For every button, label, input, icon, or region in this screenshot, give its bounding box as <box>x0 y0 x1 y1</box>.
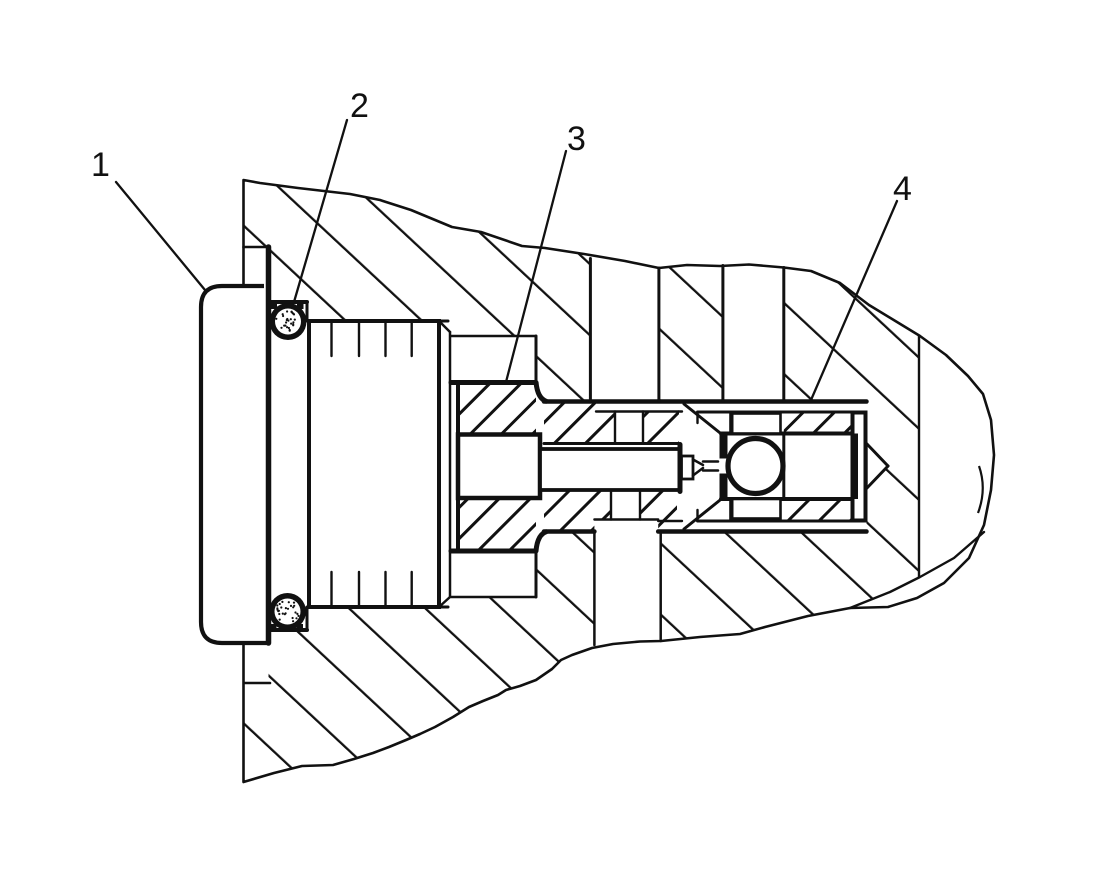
svg-text:3: 3 <box>567 120 586 158</box>
svg-text:2: 2 <box>350 87 369 125</box>
svg-text:1: 1 <box>91 146 110 184</box>
svg-text:4: 4 <box>893 170 912 208</box>
